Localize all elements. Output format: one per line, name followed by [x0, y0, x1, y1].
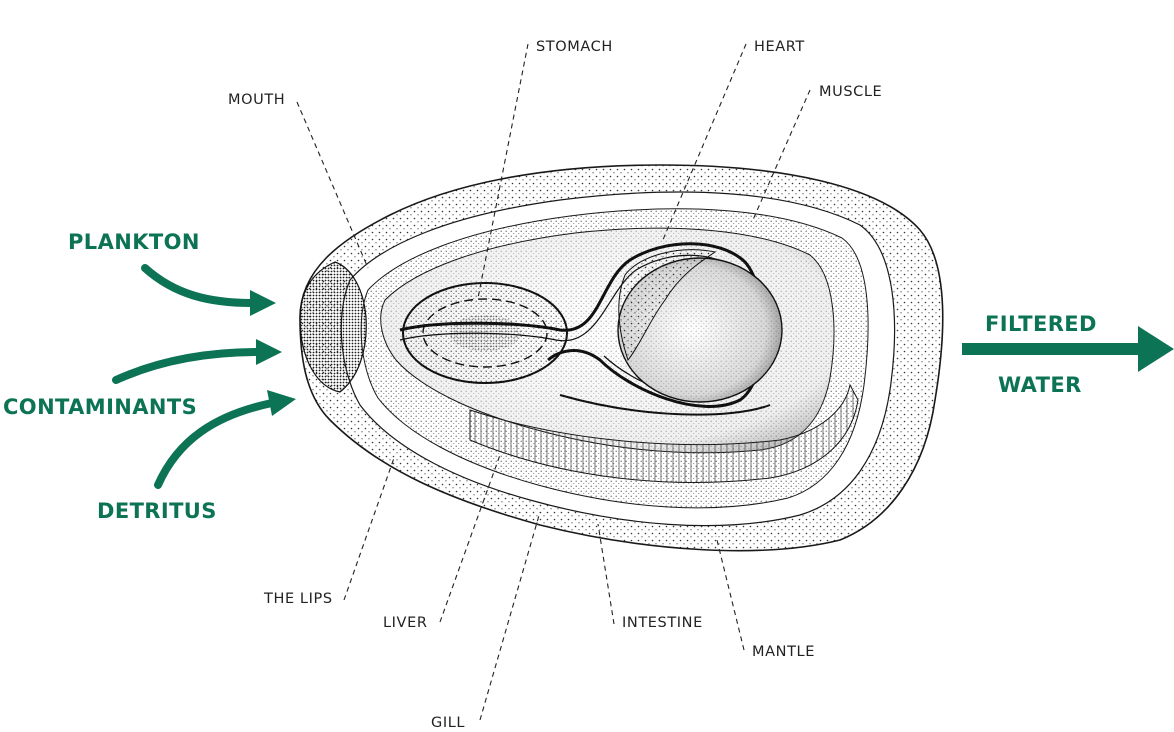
leader-gill	[479, 511, 541, 721]
plankton-arrow-head	[250, 290, 276, 316]
input-labels: PLANKTON CONTAMINANTS DETRITUS	[3, 230, 217, 523]
intestine-loop	[399, 242, 765, 408]
leader-mouth	[296, 101, 369, 269]
output-arrow-group: FILTERED WATER	[962, 312, 1174, 397]
label-the-lips: THE LIPS	[263, 591, 333, 607]
detritus-arrow-head	[267, 390, 296, 416]
label-gill: GILL	[431, 715, 465, 731]
label-intestine: INTESTINE	[622, 615, 703, 631]
leader-liver	[439, 454, 501, 623]
gill-band	[469, 383, 859, 483]
detritus-arrow	[154, 399, 276, 489]
label-heart: HEART	[754, 39, 805, 55]
hinge-dark	[299, 261, 367, 393]
label-plankton: PLANKTON	[68, 230, 200, 254]
leader-intestine	[597, 523, 615, 625]
part-labels: MOUTH STOMACH HEART MUSCLE THE LIPS LIVE…	[228, 39, 882, 731]
label-water: WATER	[998, 373, 1082, 397]
label-contaminants: CONTAMINANTS	[3, 395, 197, 419]
label-mantle: MANTLE	[752, 644, 815, 660]
label-mouth: MOUTH	[228, 92, 285, 108]
contaminants-arrow-head	[256, 339, 282, 365]
leader-mantle	[715, 535, 745, 651]
leader-lines	[296, 43, 811, 721]
plankton-arrow	[141, 264, 256, 307]
input-arrows	[112, 264, 296, 489]
leader-stomach	[477, 43, 529, 299]
filtered-water-arrow-head	[1138, 326, 1174, 372]
leader-muscle	[751, 89, 811, 223]
oyster-illustration	[299, 164, 944, 552]
contaminants-arrow	[112, 348, 262, 384]
leader-the-lips	[343, 457, 395, 601]
label-muscle: MUSCLE	[819, 84, 882, 100]
label-filtered: FILTERED	[985, 312, 1097, 336]
label-detritus: DETRITUS	[97, 499, 217, 523]
filtered-water-arrow-shaft	[962, 343, 1142, 355]
label-liver: LIVER	[383, 615, 428, 631]
heart-organ	[618, 249, 717, 362]
label-stomach: STOMACH	[536, 39, 613, 55]
